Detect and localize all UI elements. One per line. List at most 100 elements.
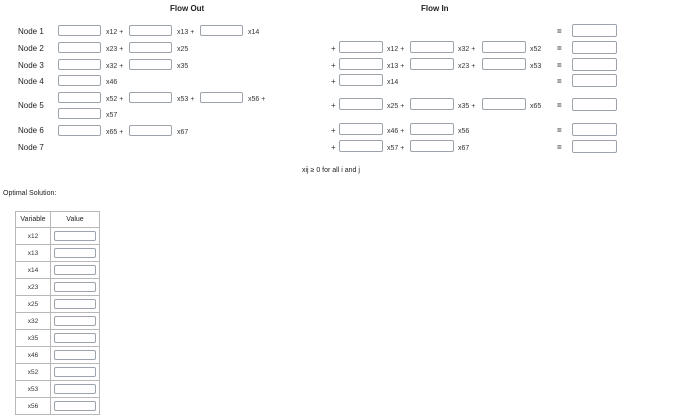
equals-sign: = [557,101,562,110]
var-label: x65 [530,103,542,110]
col-header-value: Value [50,211,100,228]
variable-cell: x32 [15,312,51,330]
value-input[interactable] [54,265,96,275]
table-row: x52 [15,363,100,381]
coef-input[interactable] [410,123,454,135]
variable-cell: x14 [15,261,51,279]
coef-input[interactable] [58,108,101,119]
table-row: x25 [15,295,100,313]
rhs-input[interactable] [572,74,617,87]
var-label: x53 [530,63,542,70]
var-label: x23 + [106,46,124,53]
var-label: x67 [177,129,189,136]
coef-input[interactable] [58,92,101,103]
table-row: x12 [15,227,100,245]
var-label: x52 + [106,96,124,103]
coef-input[interactable] [200,25,243,36]
var-label: x23 + [458,63,476,70]
var-label: x32 + [458,46,476,53]
var-label: x32 + [106,63,124,70]
coef-input[interactable] [58,42,101,53]
var-label: x25 [177,46,189,53]
var-label: x56 + [248,96,266,103]
coef-input[interactable] [339,41,383,53]
var-label: x57 [106,112,118,119]
var-label: x46 + [387,128,405,135]
value-input[interactable] [54,367,96,377]
coef-input[interactable] [129,59,172,70]
equals-sign: = [557,77,562,86]
variable-cell: x46 [15,346,51,364]
plus-sign: + [331,143,336,152]
var-label: x46 [106,79,118,86]
table-row: x53 [15,380,100,398]
coef-input[interactable] [410,140,454,152]
coef-input[interactable] [200,92,243,103]
var-label: x65 + [106,129,124,136]
flow-out-header: Flow Out [170,4,205,13]
table-row: x56 [15,397,100,415]
variable-cell: x56 [15,397,51,415]
coef-input[interactable] [339,98,383,110]
value-input[interactable] [54,248,96,258]
coef-input[interactable] [129,92,172,103]
table-row: x35 [15,329,100,347]
coef-input[interactable] [482,58,526,70]
coef-input[interactable] [339,140,383,152]
node-3-label: Node 3 [18,61,44,70]
value-input[interactable] [54,282,96,292]
value-input[interactable] [54,384,96,394]
node-2-label: Node 2 [18,44,44,53]
equals-sign: = [557,44,562,53]
variable-cell: x13 [15,244,51,262]
var-label: x14 [248,29,260,36]
var-label: x67 [458,145,470,152]
var-label: x56 [458,128,470,135]
table-row: x13 [15,244,100,262]
coef-input[interactable] [410,58,454,70]
coef-input[interactable] [58,125,101,136]
node-7-label: Node 7 [18,143,44,152]
var-label: x53 + [177,96,195,103]
table-row: x32 [15,312,100,330]
rhs-input[interactable] [572,41,617,54]
coef-input[interactable] [129,125,172,136]
variable-cell: x53 [15,380,51,398]
plus-sign: + [331,61,336,70]
var-label: x52 [530,46,542,53]
coef-input[interactable] [129,42,172,53]
rhs-input[interactable] [572,140,617,153]
var-label: x13 + [177,29,195,36]
value-input[interactable] [54,350,96,360]
coef-input[interactable] [482,41,526,53]
coef-input[interactable] [129,25,172,36]
value-input[interactable] [54,333,96,343]
plus-sign: + [331,126,336,135]
coef-input[interactable] [410,98,454,110]
rhs-input[interactable] [572,24,617,37]
value-input[interactable] [54,316,96,326]
value-input[interactable] [54,401,96,411]
var-label: x14 [387,79,399,86]
rhs-input[interactable] [572,58,617,71]
var-label: x35 + [458,103,476,110]
value-input[interactable] [54,299,96,309]
variable-cell: x52 [15,363,51,381]
variable-cell: x23 [15,278,51,296]
coef-input[interactable] [58,59,101,70]
coef-input[interactable] [339,58,383,70]
node-6-label: Node 6 [18,126,44,135]
coef-input[interactable] [339,123,383,135]
coef-input[interactable] [410,41,454,53]
table-row: x46 [15,346,100,364]
coef-input[interactable] [482,98,526,110]
coef-input[interactable] [58,25,101,36]
var-label: x25 + [387,103,405,110]
rhs-input[interactable] [572,123,617,136]
node-1-label: Node 1 [18,27,44,36]
value-input[interactable] [54,231,96,241]
nonnegativity-note: xij ≥ 0 for all i and j [302,167,360,174]
coef-input[interactable] [58,75,101,86]
rhs-input[interactable] [572,98,617,111]
coef-input[interactable] [339,74,383,86]
